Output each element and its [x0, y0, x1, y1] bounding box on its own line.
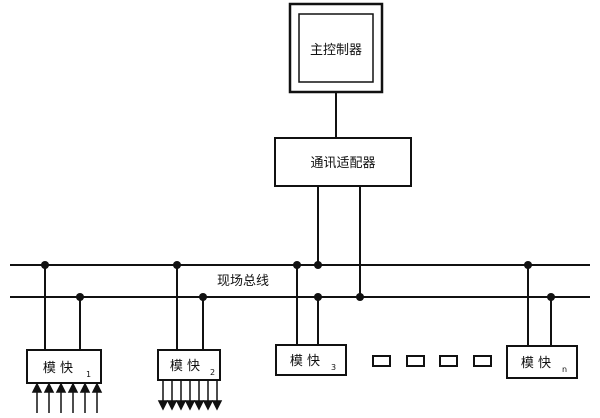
- module-3-subscript: 3: [331, 363, 336, 372]
- module-3-box: 模 快 3: [275, 344, 347, 376]
- input-arrow: [31, 382, 43, 413]
- main-controller-box: 主控制器: [288, 2, 384, 94]
- output-arrow: [184, 380, 196, 411]
- junction-dot: [314, 261, 322, 269]
- main-controller-label: 主控制器: [310, 43, 362, 58]
- ellipsis-box: [372, 355, 391, 367]
- comm-adapter-box: 通讯适配器: [274, 137, 412, 187]
- module-2-label: 模 快: [170, 359, 200, 374]
- comm-adapter-label: 通讯适配器: [310, 156, 375, 171]
- output-arrow: [166, 380, 178, 411]
- input-arrow: [91, 382, 103, 413]
- ellipsis-boxes: [372, 355, 492, 367]
- ellipsis-box: [473, 355, 492, 367]
- output-arrow: [157, 380, 169, 411]
- module-2-box: 模 快 2: [157, 349, 221, 381]
- input-arrow: [43, 382, 55, 413]
- output-arrow: [175, 380, 187, 411]
- input-arrow: [55, 382, 67, 413]
- ellipsis-box: [439, 355, 458, 367]
- output-arrow: [211, 380, 223, 411]
- fieldbus-label: 现场总线: [217, 274, 269, 289]
- input-arrow: [79, 382, 91, 413]
- output-arrow: [202, 380, 214, 411]
- module-n-subscript: n: [562, 365, 567, 374]
- module-2-subscript: 2: [210, 368, 215, 377]
- junction-dot: [356, 293, 364, 301]
- module-2-output-arrows: [157, 380, 223, 411]
- output-arrow: [193, 380, 205, 411]
- module-n-label: 模 快: [521, 356, 551, 371]
- module-1-box: 模 快 1: [26, 349, 102, 384]
- ellipsis-box: [406, 355, 425, 367]
- module-3-label: 模 快: [290, 354, 320, 369]
- module-1-label: 模 快: [43, 361, 73, 376]
- module-n-box: 模 快 n: [506, 345, 578, 379]
- module-1-subscript: 1: [86, 370, 91, 379]
- module-1-input-arrows: [31, 382, 103, 413]
- input-arrow: [67, 382, 79, 413]
